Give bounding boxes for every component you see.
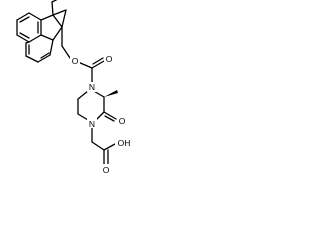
acid-oxygen-label: O [103, 165, 110, 175]
hydroxyl-label: OH [118, 138, 131, 148]
carbamate-oxygen-label: O [106, 54, 113, 64]
n4-label: N [89, 82, 95, 92]
ester-oxygen-label: O [72, 56, 79, 66]
fmoc-linker [61, 26, 93, 69]
methyl-wedge-bond [104, 90, 118, 97]
n1-label: N [89, 119, 95, 129]
carbamate-group [91, 57, 105, 84]
piperazinone-ring [77, 89, 117, 122]
fluorene-group [16, 0, 67, 63]
lactam-oxygen-label: O [119, 116, 126, 126]
chemical-structure: O O N N O O OH [16, 0, 131, 175]
acetic-acid-group [91, 127, 116, 165]
